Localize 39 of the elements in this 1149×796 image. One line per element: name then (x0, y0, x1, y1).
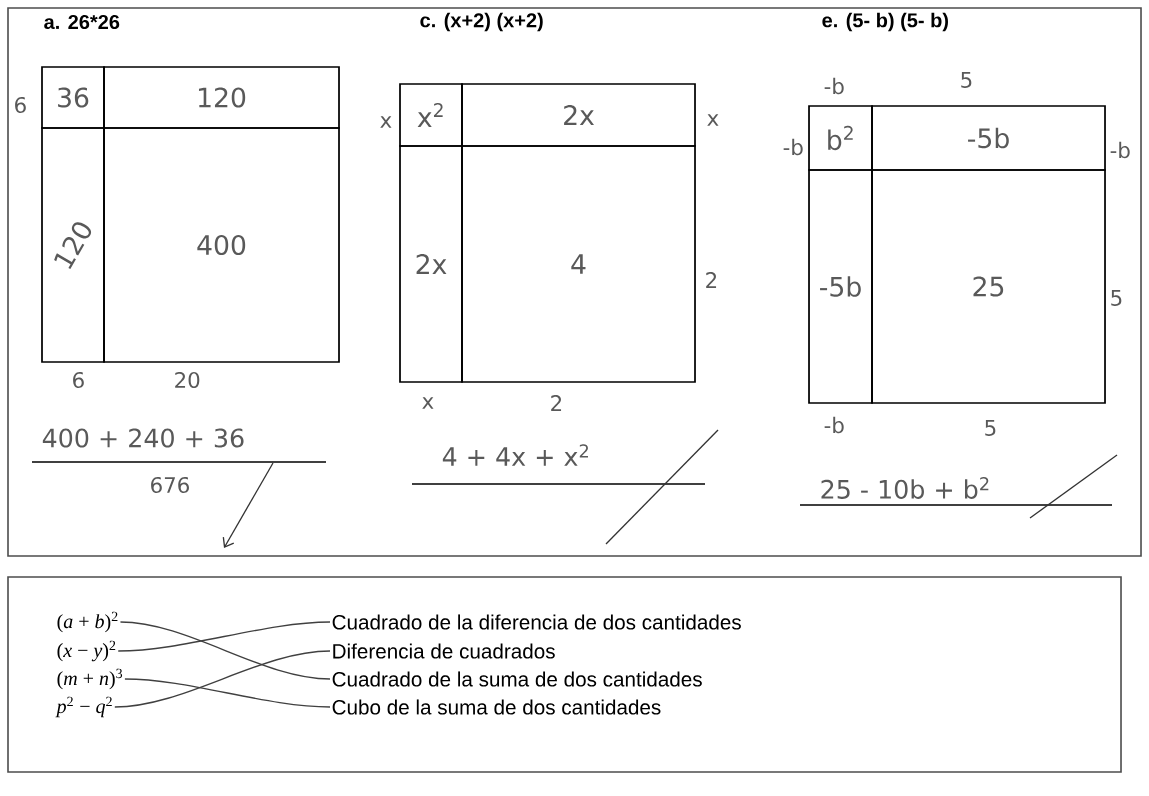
formula: (m + n)$^{3}$ (57, 668, 123, 690)
grid-cell: 2x (399, 145, 463, 383)
grid-cell: x$^{2}$ (399, 83, 463, 147)
description-text: Cuadrado de la diferencia de dos cantidades (332, 614, 741, 630)
handwritten-number: 6 (73, 371, 84, 389)
description-text: Cuadrado de la suma de dos cantidades (332, 671, 702, 687)
handwritten-number: -b (824, 77, 844, 95)
grid-cell: 4 (461, 145, 696, 383)
handwritten-sum: 4 + 4x + x$^{2}$ (442, 444, 588, 466)
description-text: Cubo de la suma de dos cantidades (332, 699, 661, 715)
matching-line (117, 621, 331, 652)
handwritten-number: x (707, 114, 719, 126)
grid-cell: b$^{2}$ (808, 105, 873, 171)
formula: p$^{2}$ − q$^{2}$ (55, 696, 112, 718)
problem-title: c. (x+2) (x+2) (420, 12, 543, 32)
formula: (a + b)$^{2}$ (57, 611, 118, 633)
problem-title: a. 26*26 (44, 14, 120, 30)
matching-line (114, 650, 331, 708)
grid-cell: 2x (461, 83, 696, 147)
grid-cell: -5b (808, 169, 873, 404)
handwritten-number: x (422, 397, 434, 409)
grid-cell: -5b (871, 105, 1106, 171)
formula: (x − y)$^{2}$ (57, 640, 116, 662)
grid-cell: 400 (103, 127, 340, 363)
handwritten-result: 676 (151, 476, 189, 494)
matching-line (119, 621, 331, 680)
handwritten-sum: 400 + 240 + 36 (42, 428, 244, 448)
handwritten-number: -b (783, 138, 803, 156)
problem-title: e. (5- b) (5- b) (822, 12, 948, 32)
handwritten-number: 6 (15, 96, 26, 114)
handwritten-number: x (380, 116, 392, 128)
description-text: Diferencia de cuadrados (333, 643, 555, 659)
matching-line (124, 678, 331, 708)
grid-cell: 120 (103, 66, 340, 129)
grid-cell: 36 (41, 66, 105, 129)
handwritten-number: -b (824, 416, 844, 434)
handwritten-number: -b (1110, 141, 1130, 159)
grid-cell: 25 (871, 169, 1106, 404)
handwritten-sum: 25 - 10b + b$^{2}$ (821, 477, 989, 499)
